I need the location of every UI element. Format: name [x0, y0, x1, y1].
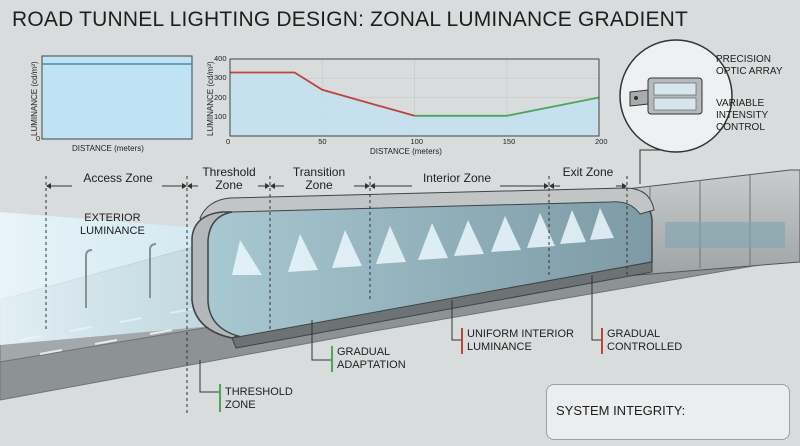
x-tick-label: 0 — [226, 137, 231, 146]
exterior-luminance-label: EXTERIOR LUMINANCE — [80, 212, 145, 237]
chart-series — [230, 71, 600, 117]
page-title: ROAD TUNNEL LIGHTING DESIGN: ZONAL LUMIN… — [12, 8, 689, 31]
y-tick-label: 400 — [214, 54, 227, 63]
zone-boundaries — [45, 176, 628, 415]
light-cones — [232, 208, 614, 275]
main-chart-ylabel: LUMINANCE (cd/m²) — [206, 61, 215, 136]
gradual-controlled-label: GRADUAL CONTROLLED — [607, 328, 683, 353]
system-integrity-label: SYSTEM INTEGRITY: — [556, 403, 686, 418]
series-line-1 — [414, 96, 600, 117]
tube-window — [665, 222, 785, 248]
zone-exit: Exit Zone — [562, 165, 614, 179]
zone-transition: Transition Zone — [292, 165, 346, 192]
adaptation-callout-bar — [331, 346, 333, 372]
x-tick-label: 200 — [595, 137, 608, 146]
threshold-zone-label: THRESHOLD ZONE — [225, 386, 293, 411]
chart-area-fill — [230, 72, 599, 136]
gradual-adaptation-label: GRADUAL ADAPTATION — [337, 346, 406, 371]
small-chart-ytick: 0 — [36, 134, 41, 143]
y-tick-label: 100 — [214, 111, 227, 121]
main-chart-xlabel: DISTANCE (meters) — [370, 147, 442, 156]
uniform-luminance-label: UNIFORM INTERIOR LUMINANCE — [467, 328, 574, 353]
threshold-callout-bar — [219, 384, 221, 412]
tunnel-portal — [191, 211, 241, 339]
controlled-callout-bar — [601, 328, 603, 354]
series-line-0 — [230, 71, 415, 117]
precision-optic-label: PRECISION OPTIC ARRAY — [716, 54, 783, 77]
y-tick-label: 300 — [214, 73, 227, 83]
zone-access: Access Zone — [83, 171, 153, 185]
variable-intensity-label: VARIABLE INTENSITY CONTROL — [716, 98, 769, 133]
street-lamps — [85, 243, 157, 308]
small-chart-xlabel: DISTANCE (meters) — [72, 144, 144, 153]
luminaire-icon — [629, 77, 703, 115]
small-chart-area — [41, 55, 193, 140]
zone-interior: Interior Zone — [422, 171, 492, 185]
small-chart-ylabel: LUMINANCE (cd/m²) — [30, 61, 39, 136]
x-tick-label: 50 — [318, 137, 327, 146]
uniform-callout-bar — [461, 328, 463, 354]
arrow-heads — [46, 183, 627, 189]
x-tick-label: 150 — [502, 137, 516, 146]
y-tick-label: 200 — [214, 92, 227, 102]
tunnel-floor — [231, 261, 653, 349]
system-integrity-panel — [546, 384, 790, 440]
chart-frame — [229, 58, 600, 137]
x-tick-label: 100 — [410, 137, 424, 146]
zone-threshold: Threshold Zone — [202, 165, 256, 192]
